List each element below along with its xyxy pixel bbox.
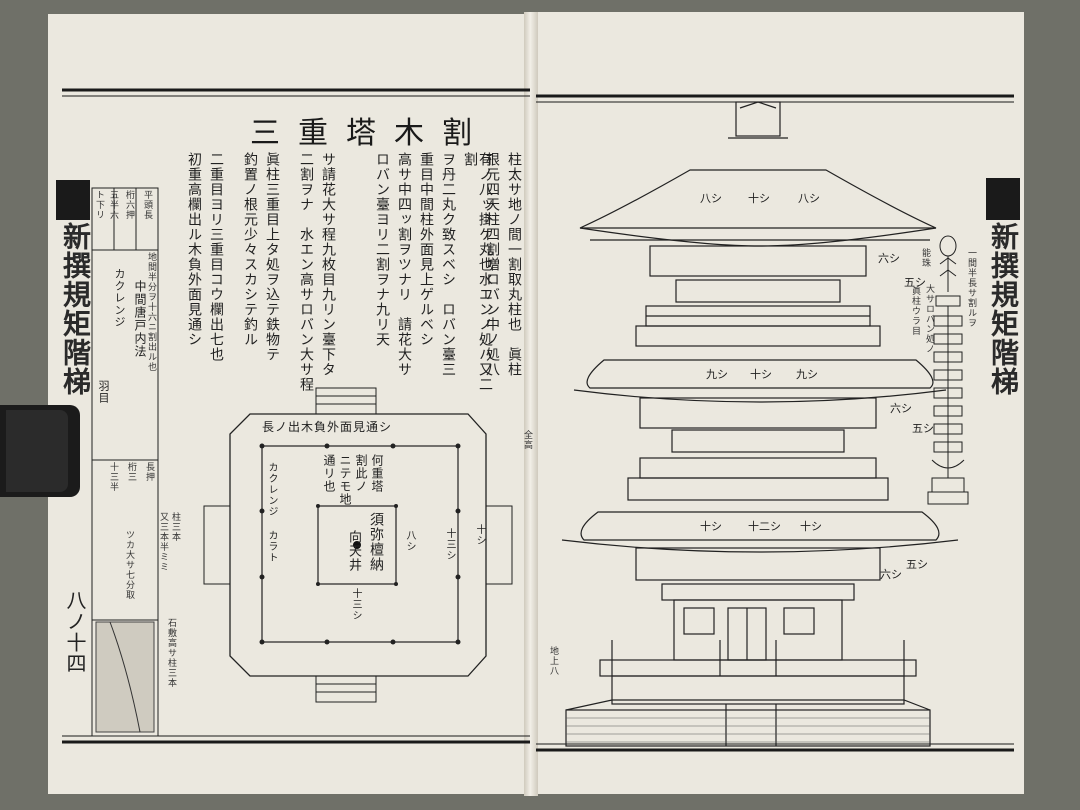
margin-table-cell: 五半六 bbox=[108, 190, 118, 220]
text-column: 重目中間柱外面見上ゲルベシ bbox=[418, 152, 434, 347]
margin-table-cell: ト下リ bbox=[94, 190, 104, 220]
plan-note: 通リ也 bbox=[322, 454, 336, 493]
margin-table-cell: 中間唐戸内法 bbox=[133, 280, 147, 358]
margin-table-cell: 羽目 bbox=[97, 380, 110, 404]
pagoda-dimension: 八シ bbox=[700, 192, 722, 205]
plan-center-label: 須弥檀納 bbox=[368, 512, 384, 572]
finial-caption: 眞柱ウラ目 bbox=[910, 286, 920, 336]
plan-note: ニテモ地 bbox=[338, 454, 352, 506]
pagoda-dimension: 五シ bbox=[904, 276, 926, 289]
margin-table-cell: 柱三本 bbox=[170, 512, 180, 542]
margin-table-cell: 桁六押 bbox=[124, 190, 134, 220]
plan-center-sub: 向天井 bbox=[346, 530, 361, 572]
text-column: ヲ丹二丸ク致スベシ ロバン臺三 bbox=[440, 152, 456, 377]
book-gutter bbox=[524, 12, 538, 796]
margin-table-cell: 長押 bbox=[144, 462, 154, 482]
pagoda-dimension: 十シ bbox=[750, 368, 772, 381]
series-title-right: 新撰規矩階梯 bbox=[987, 222, 1020, 396]
finial-caption: 能珠 bbox=[920, 248, 930, 268]
margin-table-cell: 石敷高サ柱三本 bbox=[166, 618, 176, 688]
binder-clip-inner bbox=[6, 410, 68, 492]
finial-caption: 大サロバン処ノ bbox=[924, 284, 934, 354]
pagoda-dimension: 五シ bbox=[906, 558, 928, 571]
margin-table-cell: 十三半 bbox=[108, 462, 118, 492]
pagoda-dimension: 十シ bbox=[800, 520, 822, 533]
margin-table-cell: 又三本半ミミ bbox=[158, 512, 168, 572]
margin-table-cell: カクレンジ bbox=[113, 268, 126, 328]
text-column: 釣置ノ根元少々スカシテ釣ル bbox=[242, 152, 258, 347]
pagoda-side-note: 地上八 bbox=[548, 646, 558, 676]
pagoda-dimension: 五シ bbox=[912, 422, 934, 435]
margin-table-cell: 桁三 bbox=[126, 462, 136, 482]
plan-kakuresi: カクレンジ bbox=[266, 462, 277, 517]
plan-note: 割此ノ bbox=[354, 454, 368, 493]
text-column: 根元四天柱四割増ロバン中ノ処八 bbox=[484, 152, 500, 377]
text-column: 二重目ヨリ三重目コウ欄出七也 bbox=[208, 152, 224, 362]
plan-karato: カラト bbox=[266, 530, 277, 563]
pagoda-dimension: 六シ bbox=[878, 252, 900, 265]
pagoda-dimension: 九シ bbox=[796, 368, 818, 381]
pagoda-dimension: 十二シ bbox=[748, 520, 781, 533]
series-title-left: 新撰規矩階梯 bbox=[59, 222, 92, 396]
finial-caption: 一間半長サ割ルヲ bbox=[966, 248, 976, 328]
plan-outer-note: 長ノ出木負外面見通シ bbox=[262, 420, 393, 434]
page-number: 八ノ十四 bbox=[63, 590, 87, 674]
text-column: 二割ヲナ 水エン高サロバン大サ程 bbox=[298, 152, 314, 392]
text-column: 初重高欄出ル木負外面見通シ bbox=[186, 152, 202, 347]
plan-note: 何重塔 bbox=[370, 454, 384, 493]
plan-dimension: 八シ bbox=[404, 530, 415, 552]
plan-dimension: 十三シ bbox=[444, 528, 455, 561]
pagoda-dimension: 十シ bbox=[748, 192, 770, 205]
margin-table-cell: ツカ大サ七分取 bbox=[124, 530, 134, 600]
margin-table-cell: 平頭長 bbox=[142, 190, 152, 220]
text-column: 眞柱三重目上タ処ヲ込テ鉄物テ bbox=[264, 152, 280, 362]
pagoda-edge-note: 全高 bbox=[522, 430, 532, 450]
plan-dimension: 十三シ bbox=[350, 588, 361, 621]
text-column: サ請花大サ程九枚目九リン臺下タ bbox=[320, 152, 336, 377]
plan-dimension: 十シ bbox=[474, 524, 485, 546]
pagoda-dimension: 六シ bbox=[890, 402, 912, 415]
text-column: 有ノ八ッ掛ケ丸也水エンノ処ハ又二割 bbox=[462, 152, 493, 392]
right-page bbox=[532, 12, 1024, 794]
text-column: 高サ中四ッ割ヲツナリ 請花大サ bbox=[396, 152, 412, 377]
pagoda-dimension: 六シ bbox=[880, 568, 902, 581]
pagoda-dimension: 十シ bbox=[700, 520, 722, 533]
text-column: ロバン臺ヨリ二割ヲナ九リ天 bbox=[374, 152, 390, 347]
text-column: 柱太サ地ノ間一割取丸柱也 眞柱 bbox=[506, 152, 522, 377]
margin-table-note: 地間半分ヲ十六ニ割出ル也 bbox=[146, 252, 156, 372]
pagoda-dimension: 八シ bbox=[798, 192, 820, 205]
pagoda-dimension: 九シ bbox=[706, 368, 728, 381]
page-title: 三重塔木割 bbox=[250, 116, 490, 151]
